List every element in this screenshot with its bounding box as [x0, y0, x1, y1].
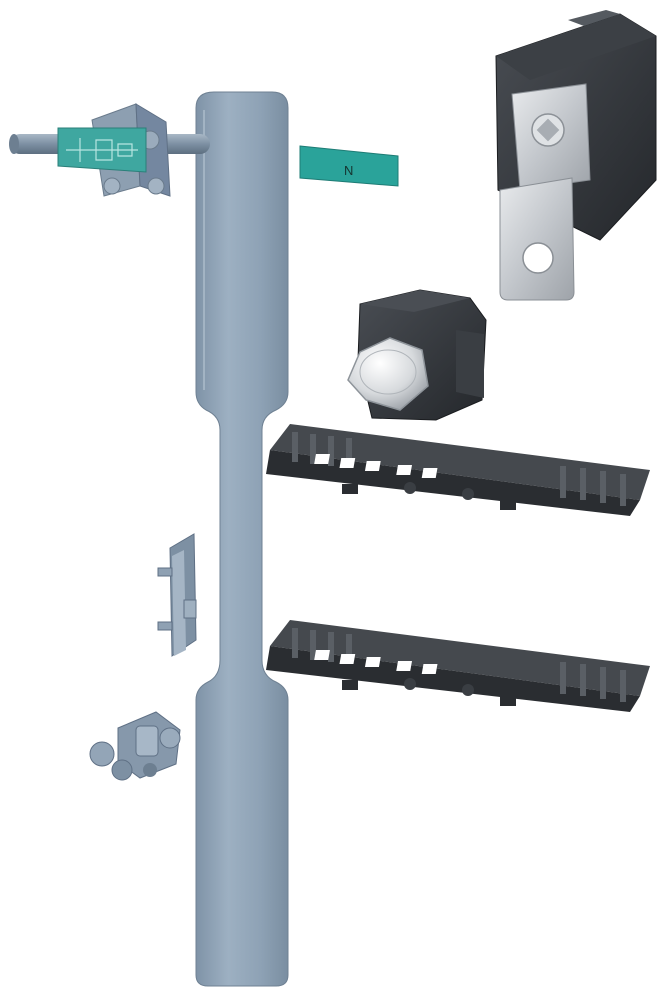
neutral-label-plate: N — [299, 145, 399, 187]
box-terminal — [495, 10, 657, 301]
neutral-label-text: N — [344, 163, 353, 178]
circuit-label-plate — [57, 127, 147, 173]
rod-mounted-clamp — [9, 103, 210, 197]
side-mounting-clip — [157, 533, 197, 657]
terminal-cover-strip — [266, 620, 650, 712]
bolt-terminal — [347, 289, 487, 421]
connector-fitting — [89, 711, 181, 781]
neutral-busbar — [195, 91, 289, 987]
terminal-cover-strip — [266, 424, 650, 516]
